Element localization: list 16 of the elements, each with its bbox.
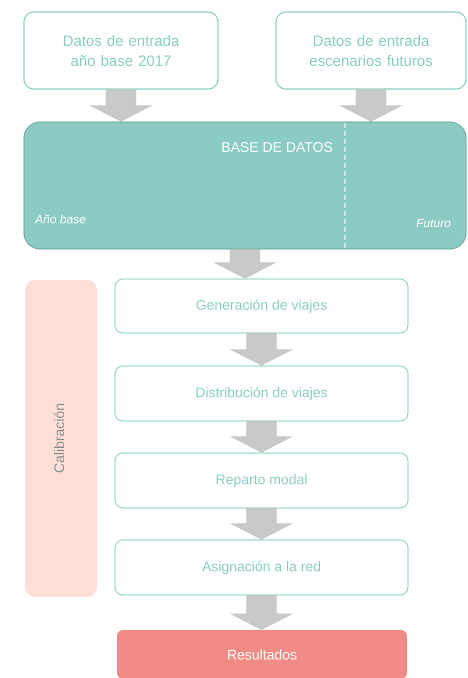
input-box: Datos de entrada año base 2017 <box>23 11 219 90</box>
result-box: Resultados <box>117 630 407 678</box>
process-box: Generación de viajes <box>114 278 408 334</box>
calibration-band: Calibración <box>25 280 97 597</box>
process-box: Asignación a la red <box>114 540 408 596</box>
block-arrow <box>230 508 293 540</box>
block-arrow <box>90 89 152 122</box>
input-box: Datos de entrada escenarios futuros <box>275 11 467 90</box>
block-arrow <box>230 595 293 630</box>
block-arrow <box>340 89 402 122</box>
block-arrow <box>230 333 293 366</box>
process-box: Reparto modal <box>114 452 408 508</box>
process-box: Distribución de viajes <box>114 366 408 422</box>
block-arrow <box>230 421 293 453</box>
block-arrow <box>214 249 276 279</box>
database-box: BASE DE DATOS Año base Futuro <box>24 122 466 250</box>
